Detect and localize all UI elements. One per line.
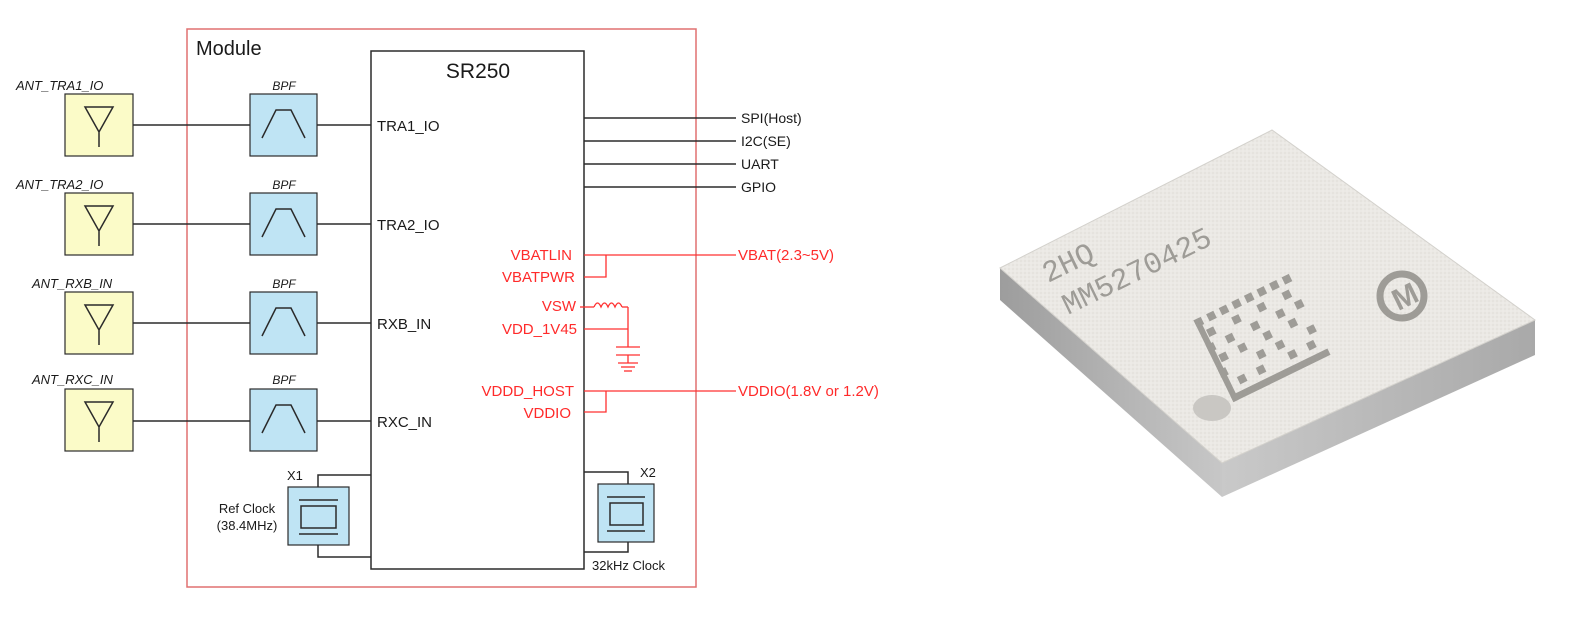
antenna-box — [64, 192, 134, 256]
antenna-row-2: ANT_TRA2_IO BPF TRA2_IO — [15, 177, 440, 256]
antenna-row-4: ANT_RXC_IN BPF RXC_IN — [31, 372, 432, 452]
module-boundary — [186, 28, 697, 588]
vddio-power-net: VDDD_HOST VDDIO VDDIO(1.8V or 1.2V) — [481, 383, 878, 422]
bandpass-icon — [261, 208, 306, 238]
vddio-label: VDDIO(1.8V or 1.2V) — [738, 383, 879, 400]
interface-uart: UART — [741, 156, 779, 172]
sr250-chip — [370, 50, 585, 570]
bpf-label: BPF — [272, 373, 296, 387]
clock-32k-label: 32kHz Clock — [592, 558, 665, 573]
crystal-x2-box — [597, 483, 655, 543]
antenna-icon — [83, 205, 115, 246]
bpf-filter-box — [249, 291, 318, 355]
bpf-label: BPF — [272, 178, 296, 192]
interface-i2c: I2C(SE) — [741, 133, 791, 149]
module-title: Module — [196, 38, 262, 60]
pin-vddio: VDDIO — [523, 405, 571, 422]
bpf-filter-box — [249, 93, 318, 157]
vbat-power-net: VBATLIN VBATPWR VBAT(2.3~5V) — [502, 247, 834, 286]
digital-interfaces: SPI(Host) I2C(SE) UART GPIO — [584, 110, 802, 195]
bandpass-icon — [261, 404, 306, 434]
capacitor-icon — [616, 346, 640, 372]
pin-vsw: VSW — [542, 298, 577, 315]
antenna-row-3: ANT_RXB_IN BPF RXB_IN — [31, 276, 431, 355]
vbat-label: VBAT(2.3~5V) — [738, 247, 834, 264]
pin-vdd-1v45: VDD_1V45 — [502, 321, 577, 338]
crystal-x1-box — [287, 486, 350, 546]
interface-spi: SPI(Host) — [741, 110, 802, 126]
antenna-label: ANT_RXB_IN — [31, 276, 113, 291]
pin-label: TRA2_IO — [377, 217, 440, 234]
package-left-side — [1000, 268, 1222, 497]
bpf-filter-box — [249, 388, 318, 452]
ref-clock-frequency: (38.4MHz) — [217, 518, 278, 533]
x2-label: X2 — [640, 465, 656, 480]
crystal-x1: X1 Ref Clock (38.4MHz) — [217, 468, 371, 558]
pin-label: RXB_IN — [377, 316, 431, 333]
bandpass-icon — [261, 109, 306, 139]
pin-vbatlin: VBATLIN — [511, 247, 572, 264]
datamatrix-code — [1193, 273, 1331, 403]
bandpass-icon — [261, 307, 306, 337]
crystal-x2: X2 32kHz Clock — [584, 465, 665, 573]
bpf-label: BPF — [272, 277, 296, 291]
antenna-label: ANT_TRA1_IO — [15, 78, 103, 93]
buck-converter-net: VSW VDD_1V45 — [502, 298, 640, 372]
pin-vbatpwr: VBATPWR — [502, 269, 575, 286]
pin1-marker — [1193, 395, 1231, 421]
pin-label: TRA1_IO — [377, 118, 440, 135]
pin-vddd-host: VDDD_HOST — [481, 383, 574, 400]
antenna-label: ANT_RXC_IN — [31, 372, 114, 387]
antenna-icon — [83, 304, 115, 345]
inductor-icon — [593, 302, 623, 309]
antenna-label: ANT_TRA2_IO — [15, 177, 103, 192]
package-top — [999, 129, 1536, 464]
antenna-row-1: ANT_TRA1_IO BPF TRA1_IO — [15, 78, 440, 157]
x1-label: X1 — [287, 468, 303, 483]
module-package-photo: 2HQ MM5270425 M — [999, 129, 1536, 497]
antenna-icon — [83, 401, 115, 442]
pin-label: RXC_IN — [377, 414, 432, 431]
chip-title: SR250 — [446, 60, 510, 83]
ref-clock-label: Ref Clock — [219, 501, 276, 516]
interface-gpio: GPIO — [741, 179, 776, 195]
antenna-icon — [83, 106, 115, 147]
package-right-side — [1222, 320, 1535, 497]
bpf-label: BPF — [272, 79, 296, 93]
bpf-filter-box — [249, 192, 318, 256]
